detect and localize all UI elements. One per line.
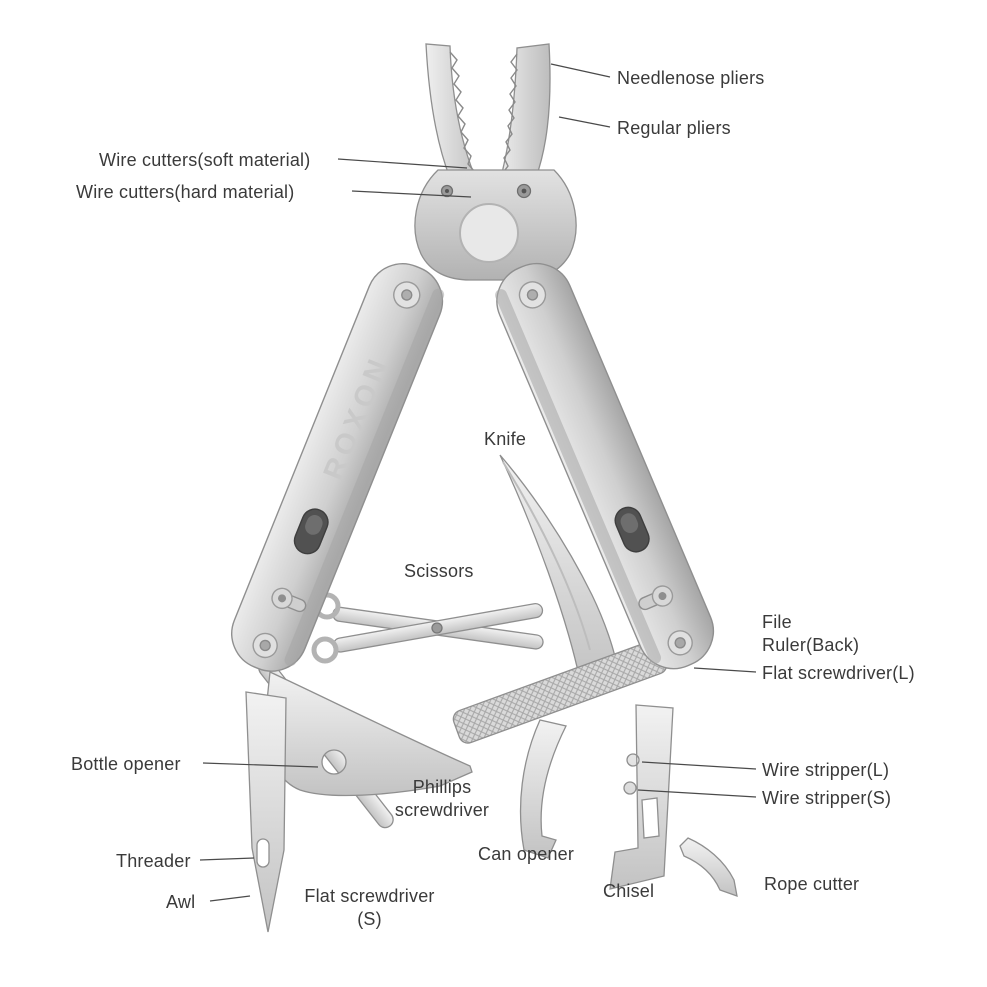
leader-needlenose-pliers [550,63,611,78]
rope-cutter-tool [679,837,738,897]
label-flat-screwdriver-l: Flat screwdriver(L) [762,663,915,683]
jaw-serration-left [449,51,480,189]
jaw-serration-right [501,53,518,183]
label-wire-stripper-s: Wire stripper(S) [762,788,892,808]
label-phillips-screwdriver: Phillips screwdriver [394,777,490,820]
tools-fan [245,454,738,933]
label-regular-pliers: Regular pliers [617,118,731,138]
label-can-opener: Can opener [478,844,575,864]
scissors-tool [311,592,544,664]
leader-wire-cutters-hard [351,190,472,198]
threader-awl-tool [245,691,287,933]
label-scissors: Scissors [404,561,474,581]
label-rope-cutter: Rope cutter [764,874,860,894]
label-ruler-back: Ruler(Back) [762,635,860,655]
left-handle: ROXON [231,263,445,672]
leader-wire-stripper-l [641,761,757,770]
leader-regular-pliers [558,116,611,128]
label-awl: Awl [166,892,196,912]
label-wire-cutters-soft: Wire cutters(soft material) [99,150,311,170]
can-opener-tool [519,719,567,859]
right-handle [495,262,715,670]
leader-wire-stripper-s [637,789,757,798]
wire-stripper-chisel-tool [609,704,674,890]
label-file: File [762,612,792,632]
leader-bottle-opener [202,762,319,768]
label-chisel: Chisel [603,881,655,901]
leader-awl [209,895,251,902]
label-knife: Knife [484,429,527,449]
leader-threader [199,857,255,861]
leader-flat-screwdriver-l [693,667,757,673]
label-bottle-opener: Bottle opener [71,754,181,774]
leader-wire-cutters-soft [337,158,468,169]
label-threader: Threader [116,851,191,871]
label-flat-screwdriver-s: Flat screwdriver (S) [304,886,435,929]
leader-lines [199,63,757,902]
pivot-circle [459,203,519,263]
label-wire-cutters-hard: Wire cutters(hard material) [76,182,295,202]
label-needlenose-pliers: Needlenose pliers [617,68,765,88]
label-wire-stripper-l: Wire stripper(L) [762,760,890,780]
pliers-head [414,43,577,281]
